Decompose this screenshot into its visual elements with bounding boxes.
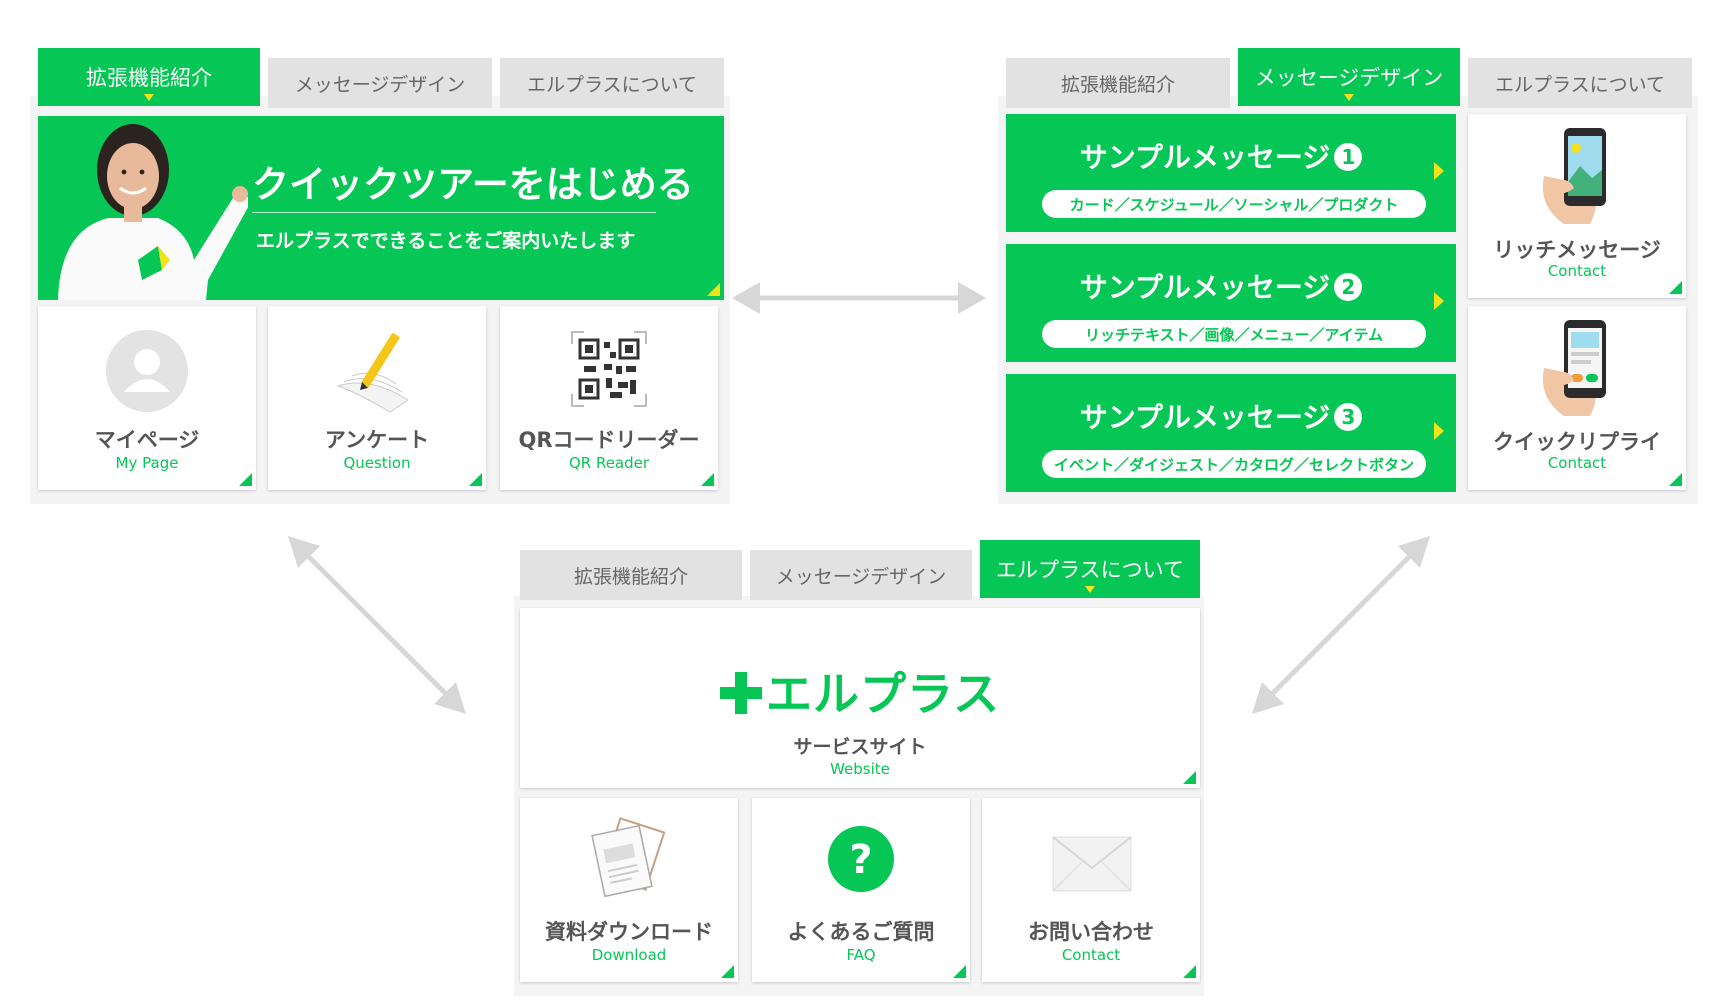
- plus-icon: [719, 672, 762, 714]
- tab-design[interactable]: メッセージデザイン: [1238, 48, 1460, 106]
- corner-marker: [701, 473, 714, 486]
- tile-sublabel: Question: [343, 454, 411, 472]
- tile-sublabel: Download: [591, 946, 667, 964]
- smartphone-icon: [1542, 128, 1606, 224]
- logo-text: エルプラス: [765, 667, 1001, 721]
- contact-tile[interactable]: お問い合わせ Contact: [982, 798, 1200, 982]
- corner-marker: [953, 965, 966, 978]
- sample-tags: カード／スケジュール／ソーシャル／プロダクト: [1042, 190, 1426, 218]
- tour-title: クイックツアーをはじめる: [252, 163, 694, 206]
- quick-tour-banner[interactable]: クイックツアーをはじめる エルプラスでできることをご案内いたします: [38, 116, 724, 300]
- tile-sublabel: My Page: [115, 454, 179, 472]
- tab-design[interactable]: メッセージデザイン: [268, 58, 492, 108]
- number-badge: 1: [1334, 143, 1363, 171]
- tile-label: 資料ダウンロード: [545, 920, 713, 944]
- smartphone-icon: [1542, 320, 1606, 416]
- qr-reader-tile[interactable]: QRコードリーダー QR Reader: [500, 306, 718, 490]
- documents-icon: [591, 817, 666, 898]
- corner-marker: [239, 473, 252, 486]
- survey-tile[interactable]: アンケート Question: [268, 306, 486, 490]
- chevron-right-icon: [1434, 292, 1444, 310]
- tab-features[interactable]: 拡張機能紹介: [38, 48, 260, 106]
- question-icon: ?: [828, 826, 894, 892]
- tile-label: クイックリプライ: [1493, 430, 1661, 454]
- tab-features[interactable]: 拡張機能紹介: [520, 550, 742, 600]
- tour-divider: [252, 212, 656, 213]
- corner-marker: [1183, 965, 1196, 978]
- tile-label: サービスサイト: [793, 736, 927, 758]
- tile-sublabel: Website: [830, 760, 890, 778]
- tab-design[interactable]: メッセージデザイン: [750, 550, 972, 600]
- tile-label: QRコードリーダー: [518, 428, 700, 452]
- corner-marker: [1669, 473, 1682, 486]
- tab-features[interactable]: 拡張機能紹介: [1006, 58, 1230, 108]
- sample-tags: リッチテキスト／画像／メニュー／アイテム: [1042, 320, 1426, 348]
- double-arrow-diagonal-left-icon: [288, 536, 466, 714]
- corner-marker: [469, 473, 482, 486]
- corner-marker: [1183, 771, 1196, 784]
- tour-subtitle: エルプラスでできることをご案内いたします: [256, 230, 636, 252]
- elplus-logo: エルプラス: [520, 658, 1200, 724]
- envelope-icon: [1052, 836, 1132, 892]
- quick-reply-tile[interactable]: クイックリプライ Contact: [1468, 306, 1686, 490]
- tile-label: リッチメッセージ: [1493, 238, 1661, 262]
- chevron-right-icon: [1434, 162, 1444, 180]
- tile-sublabel: FAQ: [846, 946, 876, 964]
- tile-label: マイページ: [94, 428, 200, 452]
- tile-sublabel: Contact: [1547, 454, 1607, 472]
- double-arrow-diagonal-right-icon: [1252, 536, 1430, 714]
- tile-sublabel: QR Reader: [568, 454, 650, 472]
- svg-text:?: ?: [849, 837, 872, 883]
- mypage-tile[interactable]: マイページ My Page: [38, 306, 256, 490]
- tile-label: よくあるご質問: [787, 920, 935, 944]
- pencil-paper-icon: [336, 333, 409, 413]
- double-arrow-horizontal-icon: [732, 282, 986, 314]
- chevron-right-icon: [1434, 422, 1444, 440]
- tile-label: お問い合わせ: [1028, 920, 1154, 944]
- tile-sublabel: Contact: [1547, 262, 1607, 280]
- download-tile[interactable]: 資料ダウンロード Download: [520, 798, 738, 982]
- tab-about[interactable]: エルプラスについて: [500, 58, 724, 108]
- corner-marker: [721, 965, 734, 978]
- tile-sublabel: Contact: [1061, 946, 1121, 964]
- service-site-card[interactable]: エルプラス サービスサイト Website: [520, 608, 1200, 788]
- corner-marker: [707, 283, 720, 296]
- qr-code-icon: [571, 331, 647, 407]
- number-badge: 3: [1334, 403, 1363, 431]
- number-badge: 2: [1334, 273, 1363, 301]
- tab-about[interactable]: エルプラスについて: [980, 540, 1200, 598]
- user-avatar-icon: [106, 330, 188, 412]
- tile-label: アンケート: [324, 428, 430, 452]
- corner-marker: [1669, 281, 1682, 294]
- sample-tags: イベント／ダイジェスト／カタログ／セレクトボタン: [1042, 450, 1426, 478]
- rich-message-tile[interactable]: リッチメッセージ Contact: [1468, 114, 1686, 298]
- tab-about[interactable]: エルプラスについて: [1468, 58, 1692, 108]
- faq-tile[interactable]: ? よくあるご質問 FAQ: [752, 798, 970, 982]
- guide-person-illustration: [58, 124, 248, 300]
